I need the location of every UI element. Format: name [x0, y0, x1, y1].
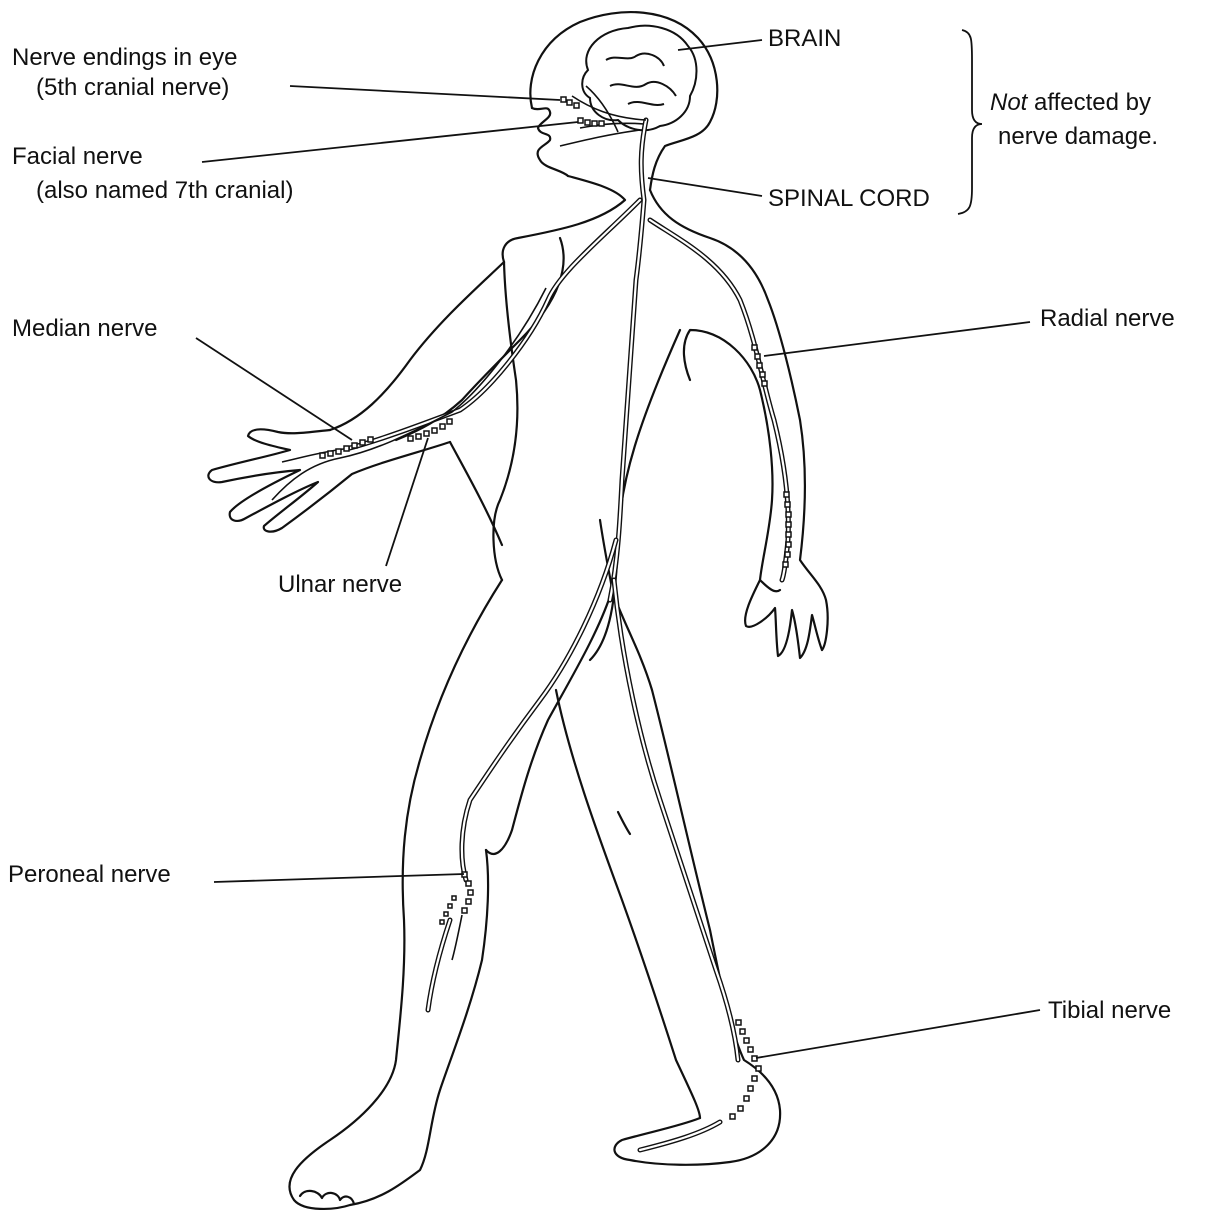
- label-not-affected-line1: Not affected by: [990, 88, 1151, 118]
- damaged-nerve-segments: [320, 97, 791, 1119]
- leader-facial: [202, 122, 578, 162]
- brace: [958, 30, 982, 214]
- nerve-paths: [272, 86, 788, 1150]
- label-median: Median nerve: [12, 314, 157, 344]
- label-facial-line1: Facial nerve: [12, 142, 143, 172]
- leader-median: [196, 338, 352, 440]
- label-not-affected-line2: nerve damage.: [998, 122, 1158, 152]
- leader-spinal: [648, 178, 762, 196]
- label-peroneal: Peroneal nerve: [8, 860, 171, 890]
- label-spinal-cord: SPINAL CORD: [768, 184, 930, 214]
- leader-peroneal: [214, 874, 464, 882]
- label-brain: BRAIN: [768, 24, 841, 54]
- brain-shape: [582, 26, 696, 131]
- leader-eye: [290, 86, 560, 100]
- leader-brain: [678, 40, 762, 50]
- label-not-emphasis: Not: [990, 89, 1027, 116]
- leader-tibial: [756, 1010, 1040, 1058]
- label-facial-line2: (also named 7th cranial): [36, 176, 293, 206]
- leader-radial: [764, 322, 1030, 356]
- label-radial: Radial nerve: [1040, 304, 1175, 334]
- label-eye-nerve-line1: Nerve endings in eye: [12, 43, 237, 73]
- label-eye-nerve-line2: (5th cranial nerve): [36, 73, 229, 103]
- leader-ulnar: [386, 438, 428, 566]
- label-tibial: Tibial nerve: [1048, 996, 1171, 1026]
- label-not-affected-rest: affected by: [1027, 89, 1151, 116]
- label-ulnar: Ulnar nerve: [278, 570, 402, 600]
